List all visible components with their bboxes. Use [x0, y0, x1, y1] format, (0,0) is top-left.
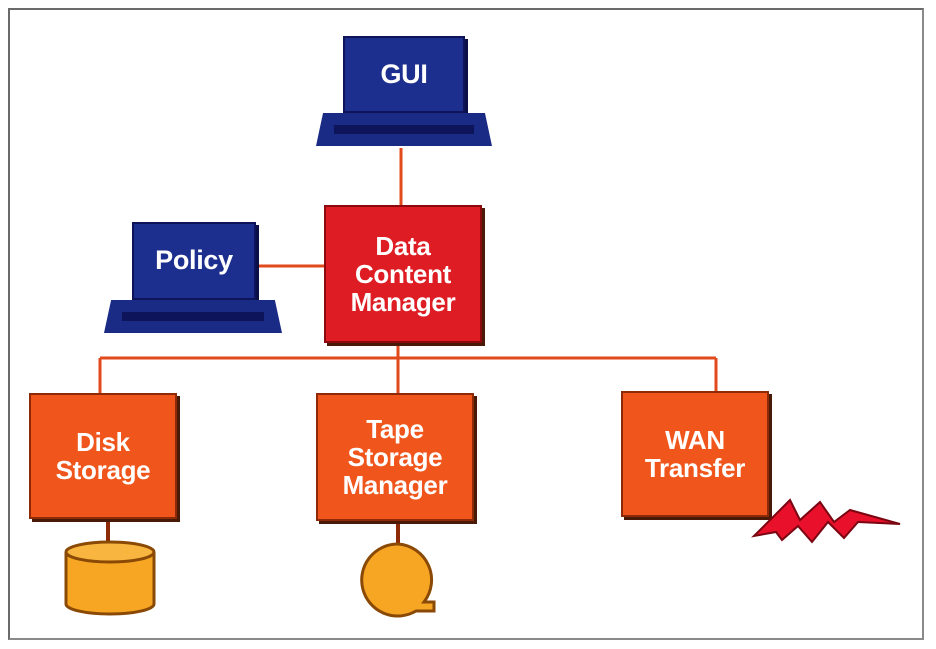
lightning-bolt-icon: [751, 498, 901, 544]
disk-storage-box: Disk Storage: [29, 393, 177, 519]
gui-laptop-screen: GUI: [343, 36, 465, 113]
data-content-manager-label: Data Content Manager: [350, 230, 456, 318]
wan-transfer-box: WAN Transfer: [621, 391, 769, 517]
disk-cylinder-icon: [64, 540, 156, 616]
gui-laptop-base: [316, 113, 492, 146]
policy-laptop-base: [104, 300, 282, 333]
tape-storage-manager-box: Tape Storage Manager: [316, 393, 474, 521]
gui-label: GUI: [380, 58, 428, 89]
tape-reel-icon: [360, 542, 436, 618]
wan-transfer-label: WAN Transfer: [644, 424, 746, 483]
data-content-manager-box: Data Content Manager: [324, 205, 482, 343]
policy-label: Policy: [155, 245, 233, 276]
disk-storage-label: Disk Storage: [55, 426, 151, 485]
diagram-frame: [8, 8, 924, 640]
tape-storage-manager-label: Tape Storage Manager: [342, 413, 448, 501]
policy-laptop-screen: Policy: [132, 222, 256, 300]
